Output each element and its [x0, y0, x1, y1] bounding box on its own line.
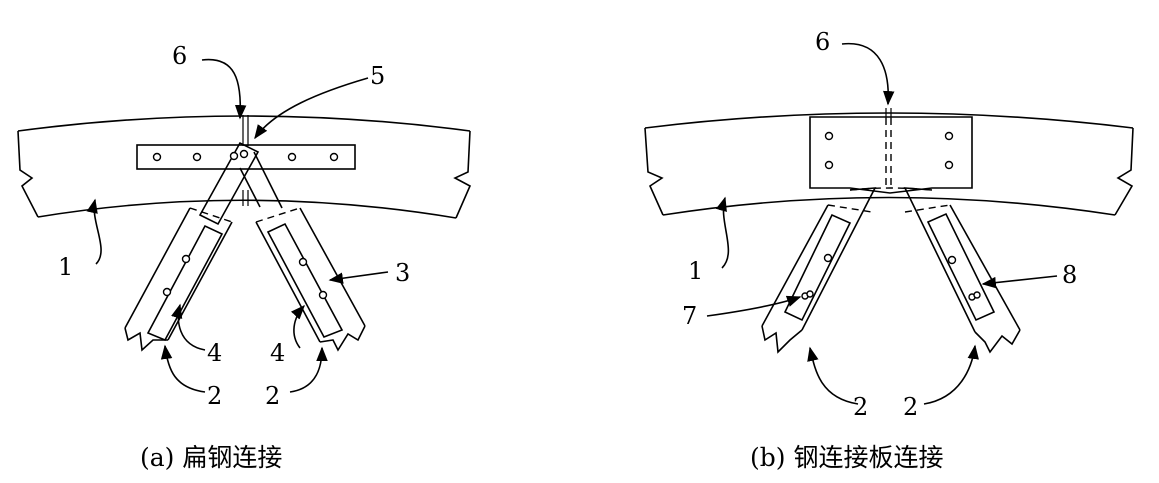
panel-b-right-brace [903, 187, 1021, 354]
label-a-5: 5 [370, 62, 385, 90]
panel-b: 6 1 8 7 2 2 (b) 钢连接板连接 [644, 28, 1134, 472]
label-a-1: 1 [58, 253, 73, 281]
label-b-7: 7 [682, 302, 697, 330]
label-b-2-left: 2 [853, 393, 868, 421]
panel-b-leaders [706, 42, 1058, 405]
panel-a-right-brace [255, 207, 366, 352]
label-a-2-left: 2 [207, 382, 222, 410]
label-a-4-right: 4 [270, 339, 285, 367]
caption-a: (a) 扁钢连接 [140, 443, 282, 472]
label-b-8: 8 [1062, 261, 1077, 289]
panel-a-leaders [86, 58, 389, 393]
panel-b-joint-seam [885, 108, 892, 188]
label-a-6: 6 [172, 42, 187, 70]
panel-b-left-brace [761, 187, 877, 354]
panel-a-joint-seam [242, 115, 249, 206]
label-b-6: 6 [815, 28, 830, 56]
label-a-2-right: 2 [265, 382, 280, 410]
panel-a: 6 5 1 3 4 4 2 2 (a) 扁钢连接 [17, 42, 472, 472]
label-a-3: 3 [395, 259, 410, 287]
panel-a-flat-steel-plate [136, 144, 356, 170]
caption-b: (b) 钢连接板连接 [750, 443, 943, 472]
panel-a-main-beam [17, 115, 472, 219]
label-b-2-right: 2 [903, 393, 918, 421]
panel-b-main-beam [644, 112, 1134, 216]
panel-a-left-brace [124, 207, 233, 352]
label-b-1: 1 [688, 257, 703, 285]
label-a-4-left: 4 [207, 339, 222, 367]
panel-a-diagonal-flat-steel [198, 141, 283, 226]
